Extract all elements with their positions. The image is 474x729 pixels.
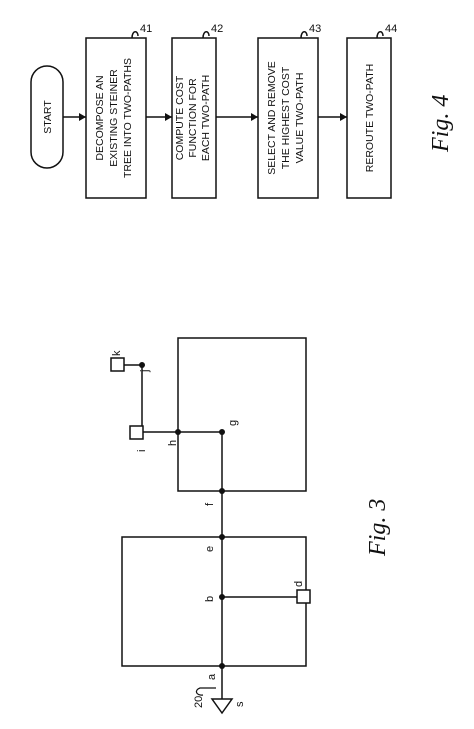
label-j: j	[139, 370, 151, 373]
ref-42-leader	[202, 31, 210, 39]
ref-43-leader	[300, 31, 308, 39]
step-41-line-1: DECOMPOSE AN	[94, 75, 106, 160]
step-42-line-1: COMPUTE COST	[174, 75, 186, 160]
fig3-junctions	[139, 362, 225, 669]
label-s: s	[234, 701, 246, 707]
label-a: a	[206, 673, 218, 680]
ref-42: 42	[211, 23, 223, 35]
junction-j	[139, 362, 145, 368]
step-44-box	[346, 37, 392, 199]
junction-g	[219, 429, 225, 435]
fig3-diagram	[121, 337, 307, 699]
fig3-caption: Fig. 3	[365, 499, 391, 557]
ref-43: 43	[309, 23, 321, 35]
terminal-i	[129, 425, 144, 440]
label-d: d	[293, 581, 305, 587]
label-b: b	[204, 596, 216, 602]
ref-20-leader	[195, 687, 216, 696]
ref-41-leader	[131, 31, 139, 39]
ref-41: 41	[140, 23, 152, 35]
fig4-caption: Fig. 4	[428, 95, 454, 153]
fig3-terminals	[110, 357, 311, 604]
ref-20: 20	[193, 696, 205, 708]
step-41-line-3: TREE INTO TWO-PATHS	[122, 58, 134, 178]
label-h: h	[167, 440, 179, 446]
step-42-box	[171, 37, 217, 199]
step-43-box	[257, 37, 319, 199]
terminal-d	[296, 589, 311, 604]
start-label: START	[42, 100, 54, 134]
step-41-line-2: EXISTING STEINER	[108, 69, 120, 167]
fig4-text: START DECOMPOSE AN EXISTING STEINER TREE…	[42, 58, 376, 178]
fig3-small-block	[177, 337, 307, 492]
step-42-line-2: FUNCTION FOR	[187, 78, 199, 158]
step-41-box	[85, 37, 147, 199]
source-triangle-icon	[210, 698, 234, 715]
junction-h	[175, 429, 181, 435]
step-43-line-3: VALUE TWO-PATH	[294, 73, 306, 164]
label-g: g	[227, 420, 239, 426]
ref-44: 44	[385, 23, 397, 35]
step-43-line-1: SELECT AND REMOVE	[266, 61, 278, 175]
arrow-41-42	[165, 113, 172, 121]
arrow-42-43	[251, 113, 258, 121]
label-f: f	[204, 502, 216, 506]
junction-e	[219, 534, 225, 540]
arrow-43-44	[340, 113, 347, 121]
ref-44-leader	[376, 31, 384, 39]
label-e: e	[204, 546, 216, 552]
arrow-start-41	[79, 113, 86, 121]
fig4-refs: 41 42 43 44	[140, 23, 397, 35]
step-44-line-1: REROUTE TWO-PATH	[364, 64, 376, 173]
junction-f	[219, 488, 225, 494]
junction-a	[219, 663, 225, 669]
label-i: i	[136, 450, 148, 452]
terminal-k	[110, 357, 125, 372]
label-k: k	[111, 350, 123, 356]
step-42-line-3: EACH TWO-PATH	[200, 75, 212, 161]
fig3-labels: a b e f g h i j k d s 20	[111, 350, 305, 708]
junction-b	[219, 594, 225, 600]
step-43-line-2: THE HIGHEST COST	[280, 66, 292, 169]
fig4-arrowheads	[79, 113, 347, 121]
